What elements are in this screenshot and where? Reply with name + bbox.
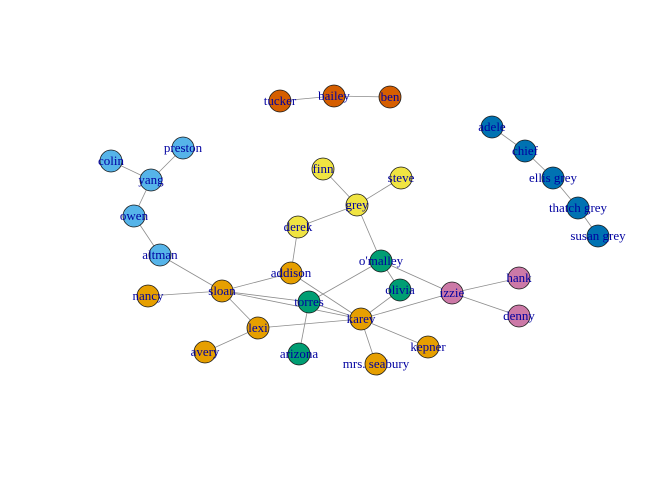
node-label-izzie: izzie xyxy=(440,285,465,300)
edge-sloan-nancy xyxy=(147,290,223,297)
node-tucker xyxy=(268,89,292,113)
node-mrs-seabury xyxy=(364,352,388,376)
node-owen xyxy=(122,204,146,228)
nodes-layer xyxy=(99,84,610,376)
node-label-omalley: o'malley xyxy=(359,253,404,268)
node-bailey xyxy=(322,84,346,108)
node-finn xyxy=(311,157,335,181)
node-label-thatch-grey: thatch grey xyxy=(549,200,608,215)
node-label-tucker: tucker xyxy=(264,93,297,108)
node-label-lexi: lexi xyxy=(248,320,268,335)
edge-izzie-denny xyxy=(451,292,520,317)
node-label-nancy: nancy xyxy=(132,288,164,303)
node-label-hank: hank xyxy=(506,270,532,285)
node-label-adele: adele xyxy=(478,119,506,134)
node-label-bailey: bailey xyxy=(318,88,350,103)
node-steve xyxy=(389,166,413,190)
edge-lexi-karev xyxy=(257,318,362,329)
node-altman xyxy=(148,243,172,267)
node-adele xyxy=(480,115,504,139)
edge-altman-sloan xyxy=(159,254,223,292)
node-hank xyxy=(507,266,531,290)
node-sloan xyxy=(210,279,234,303)
node-label-colin: colin xyxy=(98,153,124,168)
node-label-torres: torres xyxy=(294,294,324,309)
node-derek xyxy=(286,215,310,239)
edge-karev-kepner xyxy=(360,318,429,348)
node-lexi xyxy=(246,316,270,340)
node-label-sloan: sloan xyxy=(208,283,236,298)
node-label-finn: finn xyxy=(313,161,334,176)
node-label-olivia: olivia xyxy=(385,282,415,297)
node-label-steve: steve xyxy=(388,170,415,185)
node-karev xyxy=(349,307,373,331)
node-susan-grey xyxy=(586,224,610,248)
edge-addison-karev xyxy=(290,272,362,320)
node-thatch-grey xyxy=(566,196,590,220)
edge-izzie-hank xyxy=(451,277,520,294)
node-grey xyxy=(345,193,369,217)
node-label-mrs-seabury: mrs. seabury xyxy=(343,356,410,371)
edge-sloan-karev xyxy=(221,290,362,320)
node-label-owen: owen xyxy=(120,208,149,223)
node-label-addison: addison xyxy=(271,265,312,280)
node-avery xyxy=(193,340,217,364)
node-nancy xyxy=(136,284,160,308)
edge-karev-izzie xyxy=(360,292,453,320)
edge-sloan-torres xyxy=(221,290,310,303)
node-olivia xyxy=(388,278,412,302)
node-label-karev: karev xyxy=(347,311,376,326)
node-preston xyxy=(171,136,195,160)
edge-omalley-izzie xyxy=(380,260,453,294)
edge-torres-omalley xyxy=(308,260,382,303)
node-torres xyxy=(297,290,321,314)
node-label-yang: yang xyxy=(138,172,164,187)
node-label-kepner: kepner xyxy=(410,339,446,354)
node-izzie xyxy=(440,281,464,305)
node-label-chief: chief xyxy=(512,143,539,158)
node-ellis-grey xyxy=(541,166,565,190)
node-label-preston: preston xyxy=(164,140,203,155)
node-label-ben: ben xyxy=(381,89,400,104)
node-arizona xyxy=(287,342,311,366)
node-label-ellis-grey: ellis grey xyxy=(529,170,578,185)
edge-addison-sloan xyxy=(221,272,292,292)
node-chief xyxy=(513,139,537,163)
node-label-grey: grey xyxy=(345,197,369,212)
node-label-susan-grey: susan grey xyxy=(570,228,626,243)
node-kepner xyxy=(416,335,440,359)
node-label-arizona: arizona xyxy=(280,346,318,361)
node-label-denny: denny xyxy=(503,308,535,323)
node-label-avery: avery xyxy=(191,344,220,359)
labels-layer: tucker bailey ben adele chief ellis grey thatc… xyxy=(98,88,626,371)
node-label-altman: altman xyxy=(142,247,178,262)
node-label-derek: derek xyxy=(284,219,313,234)
node-colin xyxy=(99,149,123,173)
node-yang xyxy=(139,168,163,192)
node-denny xyxy=(507,304,531,328)
node-omalley xyxy=(369,249,393,273)
node-ben xyxy=(378,85,402,109)
node-addison xyxy=(279,261,303,285)
